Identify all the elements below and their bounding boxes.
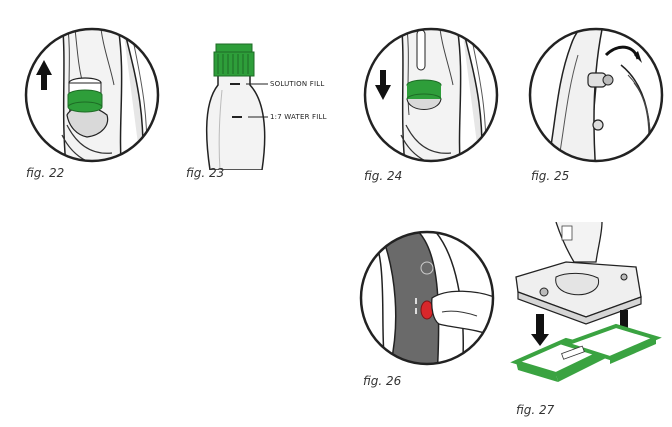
- label-water-fill: 1:7 WATER FILL: [270, 113, 327, 121]
- label-solution-fill: SOLUTION FILL: [270, 80, 325, 88]
- figure-22-illustration: [24, 27, 160, 163]
- caption-fig-25: fig. 25: [531, 169, 570, 183]
- figure-27: [506, 221, 666, 402]
- caption-fig-22: fig. 22: [26, 166, 65, 180]
- figure-24-illustration: [363, 27, 499, 163]
- caption-fig-23: fig. 23: [186, 166, 225, 180]
- figure-25-illustration: [528, 27, 664, 163]
- figure-27-illustration: [510, 221, 662, 382]
- caption-fig-27: fig. 27: [516, 403, 555, 417]
- caption-fig-26: fig. 26: [363, 374, 402, 388]
- figure-22: [22, 25, 162, 165]
- caption-fig-24: fig. 24: [364, 169, 403, 183]
- figure-23: [190, 30, 340, 171]
- figure-24: [361, 25, 501, 165]
- figure-26-illustration: [359, 230, 495, 366]
- figure-26: [357, 228, 497, 368]
- figure-23-illustration: [206, 43, 268, 171]
- figure-25: [526, 25, 666, 165]
